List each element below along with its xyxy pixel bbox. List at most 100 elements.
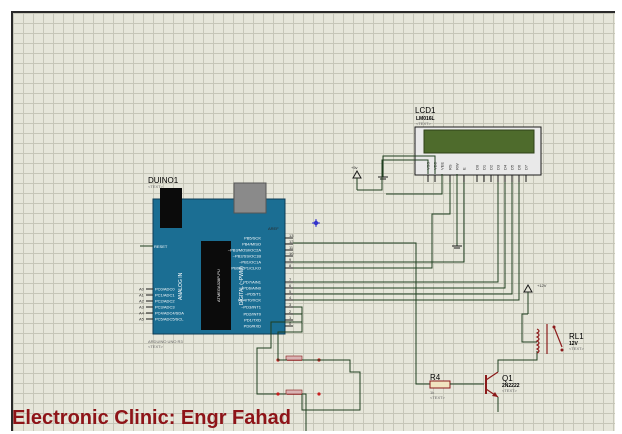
analog-pin-label: PC2/ADC2 — [155, 299, 175, 304]
digital-pin-label: ~PB3/MOSI/OC2A — [228, 248, 262, 253]
lcd-ref: LCD1 — [415, 106, 436, 115]
digital-pin-number: 4 — [289, 295, 292, 300]
digital-pin-label: PD0/RXD — [244, 324, 261, 329]
lcd-screen — [423, 129, 535, 154]
analog-pin-label: PC5/ADC5/SCL — [155, 317, 184, 322]
digital-pin-number: 3 — [289, 302, 292, 307]
arduino-uno[interactable]: DUINO1 <TEXT> ATMEGA328P-PU ANALOG IN DI… — [139, 176, 294, 349]
cursor-marker — [312, 219, 320, 227]
digital-pin-number: 0 — [289, 321, 292, 326]
digital-pin-number: 1 — [289, 315, 292, 320]
transistor-ref: Q1 — [502, 374, 513, 383]
resistor-ref: R4 — [430, 373, 441, 382]
analog-pin-number: A2 — [139, 299, 145, 304]
analog-pin-number: A1 — [139, 293, 145, 298]
relay-rl1[interactable]: RL1 12V <TEXT> — [535, 324, 585, 354]
transistor-part: 2N2222 — [502, 383, 520, 389]
arduino-ref: DUINO1 — [148, 176, 179, 185]
digital-pin-number: 7 — [289, 277, 292, 282]
digital-pin-label: PD1/TXD — [244, 318, 261, 323]
digital-pin-number: 6 — [289, 283, 292, 288]
digital-pin-label: ~PB2/SS/OC1B — [233, 254, 262, 259]
lcd-pin-label: D5 — [510, 164, 515, 170]
lcd-pin-label: RW — [455, 163, 460, 170]
resistor-value: 1k — [430, 390, 434, 395]
digital-pin-label: PB0/ICP1/CLKO — [231, 266, 261, 271]
lcd-pin-label: D0 — [475, 164, 480, 170]
lcd-pin-label: D4 — [503, 164, 508, 170]
lcd-pin-label: D2 — [489, 164, 494, 170]
power-jack — [160, 188, 182, 228]
analog-in-label: ANALOG IN — [178, 272, 184, 300]
digital-pin-label: PD2/INT0 — [243, 312, 261, 317]
digital-pin-number: 12 — [289, 239, 294, 244]
push-button-2[interactable] — [276, 389, 321, 396]
power-5v-terminal[interactable]: +5v — [351, 165, 362, 190]
ground-rw — [452, 197, 462, 249]
analog-pin-number: A4 — [139, 311, 145, 316]
digital-pin-label: ~PB1/OC1A — [239, 260, 261, 265]
digital-pin-number: 9 — [289, 257, 292, 262]
lcd-pin-label: D6 — [517, 164, 522, 170]
analog-pin-label: PC3/ADC3 — [155, 305, 175, 310]
footer-title: Electronic Clinic: Engr Fahad — [12, 407, 291, 429]
lcd-part: LM016L — [416, 116, 435, 122]
emitter-arrow-icon — [492, 392, 498, 397]
aref-label: AREF — [268, 226, 279, 231]
digital-pin-number: 2 — [289, 309, 292, 314]
digital-pin-label: PD4/T0/XCK — [238, 298, 261, 303]
power-5v-label: +5v — [351, 165, 358, 170]
digital-pin-label: ~PD3/INT1 — [241, 305, 262, 310]
digital-pin-label: PB4/MISO — [242, 242, 261, 247]
analog-pin-label: PC4/ADC4/SDA — [155, 311, 184, 316]
analog-pin-number: A3 — [139, 305, 145, 310]
resistor-r4[interactable]: R4 1k <TEXT> — [429, 373, 451, 400]
lcd-pin-label: D7 — [524, 164, 529, 170]
resistor-body — [429, 380, 451, 389]
power-12v-arrow-icon — [523, 283, 533, 293]
lcd-pin-label: RS — [448, 164, 453, 170]
power-12v-terminal[interactable]: +12V — [523, 283, 547, 314]
lcd-pin-label: E — [462, 167, 467, 170]
arduino-model: ARDUINO UNO R3 — [148, 339, 183, 344]
digital-pin-label: ~PD5/T1 — [245, 292, 262, 297]
transistor-q1[interactable]: Q1 2N2222 <TEXT> — [485, 371, 520, 398]
atmega-label: ATMEGA328P-PU — [216, 269, 221, 302]
digital-pin-number: 8 — [289, 263, 292, 268]
relay-text-placeholder: <TEXT> — [569, 346, 585, 351]
transistor-text-placeholder: <TEXT> — [502, 388, 518, 393]
usb-connector — [233, 182, 267, 214]
digital-pin-label: ~PD6/AIN0 — [241, 286, 262, 291]
relay-value: 12V — [569, 341, 579, 347]
analog-pin-number: A5 — [139, 317, 145, 322]
arduino-text-placeholder: <TEXT> — [148, 184, 164, 189]
ground-lcd — [378, 168, 388, 180]
relay-contact-icon — [553, 326, 563, 348]
analog-pin-label: PC1/ADC1 — [155, 293, 175, 298]
resistor-text-placeholder: <TEXT> — [430, 395, 446, 400]
reset-label: RESET — [154, 244, 168, 249]
digital-pin-number: 13 — [289, 233, 294, 238]
power-5v-arrow-icon — [352, 169, 362, 179]
digital-pin-label: PD7/AIN1 — [243, 280, 262, 285]
digital-pin-number: 10 — [289, 251, 294, 256]
push-button-1[interactable] — [276, 355, 321, 362]
lcd-pin-label: VEE — [440, 162, 445, 170]
digital-pin-label: PB5/SCK — [244, 236, 261, 241]
lcd-pin-label: D3 — [496, 164, 501, 170]
digital-pwm-label: DIGITAL (~PWM) — [239, 266, 245, 305]
atmega-chip — [201, 241, 231, 330]
arduino-text-placeholder-2: <TEXT> — [148, 344, 164, 349]
digital-pin-number: 5 — [289, 289, 292, 294]
analog-pin-label: PC0/ADC0 — [155, 287, 175, 292]
power-12v-label: +12V — [537, 283, 547, 288]
lcd-text-placeholder: <TEXT> — [416, 121, 432, 126]
relay-ref: RL1 — [569, 332, 584, 341]
digital-pin-number: 11 — [289, 245, 294, 250]
relay-coil-icon — [535, 328, 540, 354]
analog-pin-number: A0 — [139, 287, 145, 292]
lcd-pin-label: D1 — [482, 164, 487, 170]
